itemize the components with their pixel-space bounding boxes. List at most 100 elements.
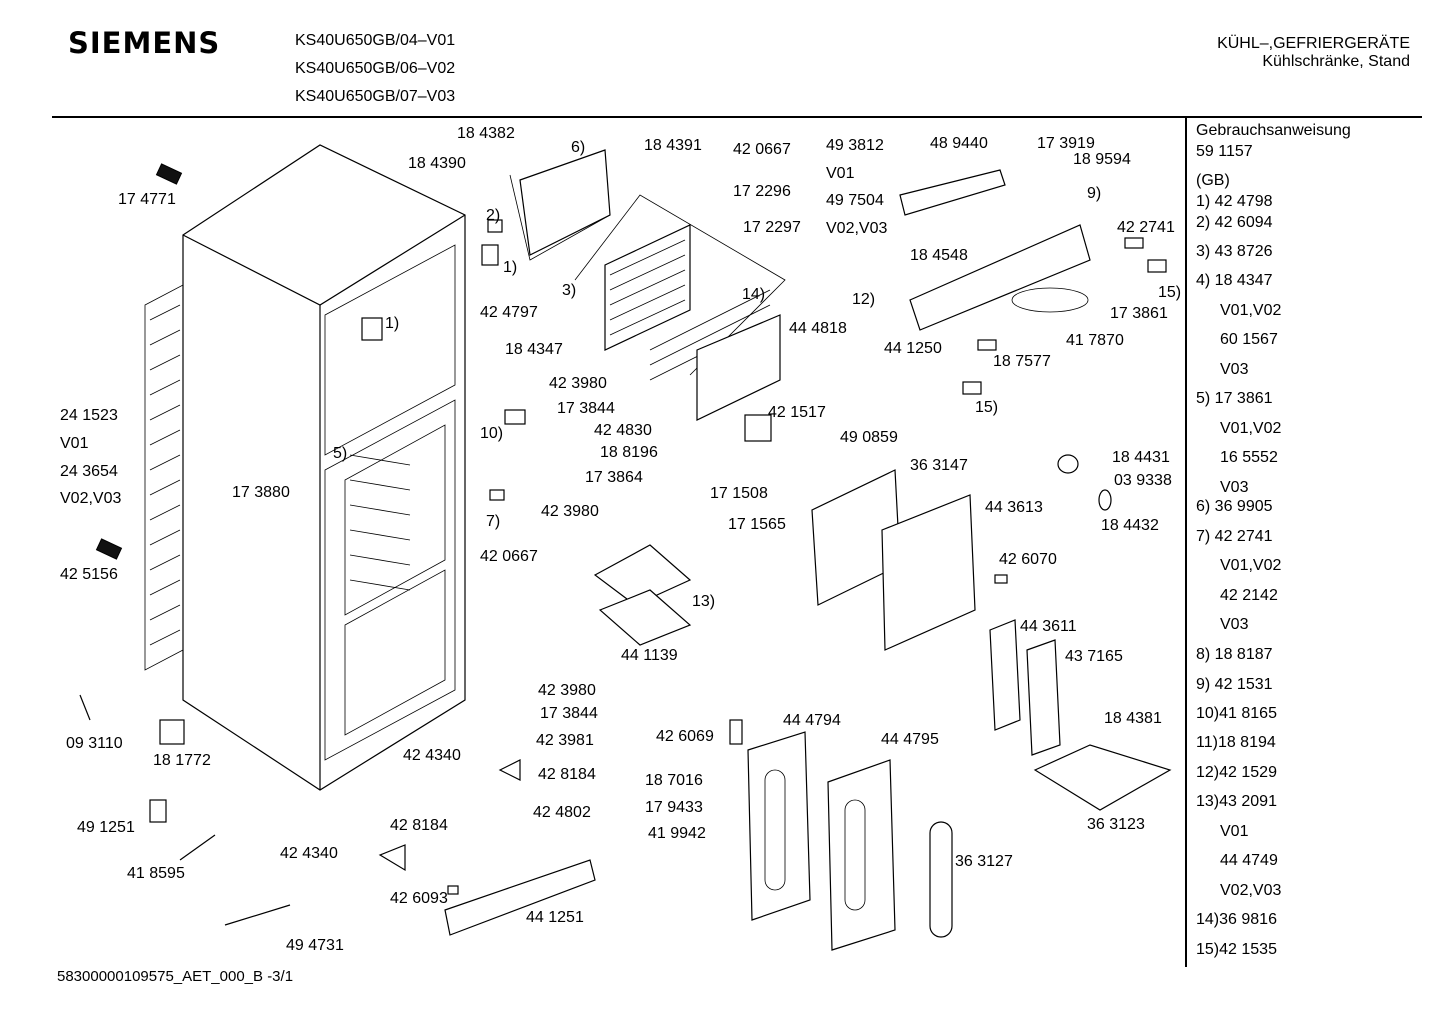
part-callout: 42 6070 [999,551,1057,568]
legend-row-label: 2) 42 6094 [1196,214,1273,231]
drip-tray [593,544,692,646]
part-callout: 42 4340 [280,845,338,862]
door-bins [444,619,1172,951]
part-callout: 17 3864 [585,469,643,486]
part-callout: 44 3613 [985,499,1043,516]
part-callout: 17 3844 [540,705,598,722]
document-code: 58300000109575_AET_000_B -3/1 [57,968,294,985]
part-callout: 42 6069 [656,728,714,745]
part-callout: 41 9942 [648,825,706,842]
part-callout: 03 9338 [1114,472,1172,489]
part-callout: 3) [562,282,576,299]
part-callout: 18 4548 [910,247,968,264]
part-callout: 18 4382 [457,125,515,142]
part-callout: 17 3919 [1037,135,1095,152]
part-callout: V02,V03 [826,220,887,237]
legend-row: 3) 43 8726 [1196,243,1273,261]
legend-row-label: 9) 42 1531 [1196,676,1273,693]
part-callout: 44 1139 [621,647,678,664]
part-callout: 42 6093 [390,890,448,907]
part-callout: 42 0667 [733,141,791,158]
part-callout: 48 9440 [930,135,988,152]
part-callout: 44 1251 [526,909,584,926]
legend-divider [1185,117,1187,967]
part-callout: 17 2297 [743,219,801,236]
part-callout: 42 4830 [594,422,652,439]
model-number-1: KS40U650GB/04–V01 [295,32,456,49]
legend-row-label: 3) 43 8726 [1196,243,1273,260]
legend-row-label: V03 [1220,361,1249,378]
legend-row: 9) 42 1531 [1196,676,1273,694]
part-callout: 42 0667 [480,548,538,565]
part-callout: 36 3123 [1087,816,1145,833]
legend-row-label: 11)18 8194 [1196,734,1276,751]
legend-row-label: 4) 18 4347 [1196,272,1273,289]
part-callout: 42 1517 [768,404,826,421]
part-callout: 18 7016 [645,772,703,789]
part-callout: V01 [60,435,89,452]
legend-row: 13)43 2091 [1196,793,1277,811]
small-parts [79,163,1167,926]
part-callout: V02,V03 [60,490,121,507]
part-callout: 10) [480,425,503,442]
legend-row: 8) 18 8187 [1196,646,1273,664]
model-number-2: KS40U650GB/06–V02 [295,60,456,77]
part-callout: 1) [385,315,399,332]
legend-row-label: V01,V02 [1220,302,1282,319]
part-callout: V01 [826,165,855,182]
category-title: KÜHL–,GEFRIERGERÄTE [1217,35,1410,52]
part-callout: 44 4818 [789,320,847,337]
freezer-frame [509,149,611,261]
part-callout: 18 7577 [993,353,1051,370]
fridge-cabinet [182,144,466,791]
legend-row-label: 15)42 1535 [1196,941,1277,958]
part-callout: 18 4390 [408,155,466,172]
part-callout: 42 4797 [480,304,538,321]
part-callout: 18 9594 [1073,151,1131,168]
legend-row-label: 12)42 1529 [1196,764,1277,781]
legend-row-label: V02,V03 [1220,882,1282,899]
legend-row: 7) 42 2741 [1196,528,1273,546]
legend-row-label: 7) 42 2741 [1196,528,1273,545]
part-callout: 17 3861 [1110,305,1168,322]
legend-row: 10)41 8165 [1196,705,1277,723]
legend-row-label: 13)43 2091 [1196,793,1277,810]
part-callout: 43 7165 [1065,648,1123,665]
legend-row-label: V01 [1220,823,1249,840]
part-callout: 15) [1158,284,1181,301]
legend-row-label: V01,V02 [1220,420,1282,437]
legend-manual-number: 59 1157 [1196,143,1253,160]
part-callout: 49 3812 [826,137,884,154]
brand-logo: SIEMENS [68,26,221,60]
part-callout: 49 1251 [77,819,135,836]
legend-row-label: 42 2142 [1220,587,1278,604]
part-callout: 42 3980 [541,503,599,520]
part-callout: 18 4391 [644,137,702,154]
header-divider [52,116,1422,118]
part-callout: 24 3654 [60,463,118,480]
legend-row: 5) 17 3861 [1196,390,1273,408]
legend-row: 12)42 1529 [1196,764,1277,782]
legend-row-label: 1) 42 4798 [1196,193,1273,210]
legend-row: 1) 42 4798 [1196,193,1273,211]
legend-row-label: 8) 18 8187 [1196,646,1273,663]
part-callout: 17 3844 [557,400,615,417]
part-callout: 49 4731 [286,937,344,954]
model-number-3: KS40U650GB/07–V03 [295,88,456,105]
part-callout: 44 4795 [881,731,939,748]
part-callout: 2) [486,207,500,224]
legend-row: 4) 18 4347 [1196,272,1273,290]
legend-row-label: V03 [1220,479,1249,496]
legend-row-label: 60 1567 [1220,331,1278,348]
part-callout: 13) [692,593,715,610]
legend-title: Gebrauchsanweisung [1196,122,1351,139]
part-callout: 42 3981 [536,732,594,749]
part-callout: 15) [975,399,998,416]
part-callout: 44 3611 [1020,618,1077,635]
part-callout: 42 2741 [1117,219,1175,236]
legend-row-label: 44 4749 [1220,852,1278,869]
part-callout: 49 7504 [826,192,884,209]
part-callout: 18 4381 [1104,710,1162,727]
